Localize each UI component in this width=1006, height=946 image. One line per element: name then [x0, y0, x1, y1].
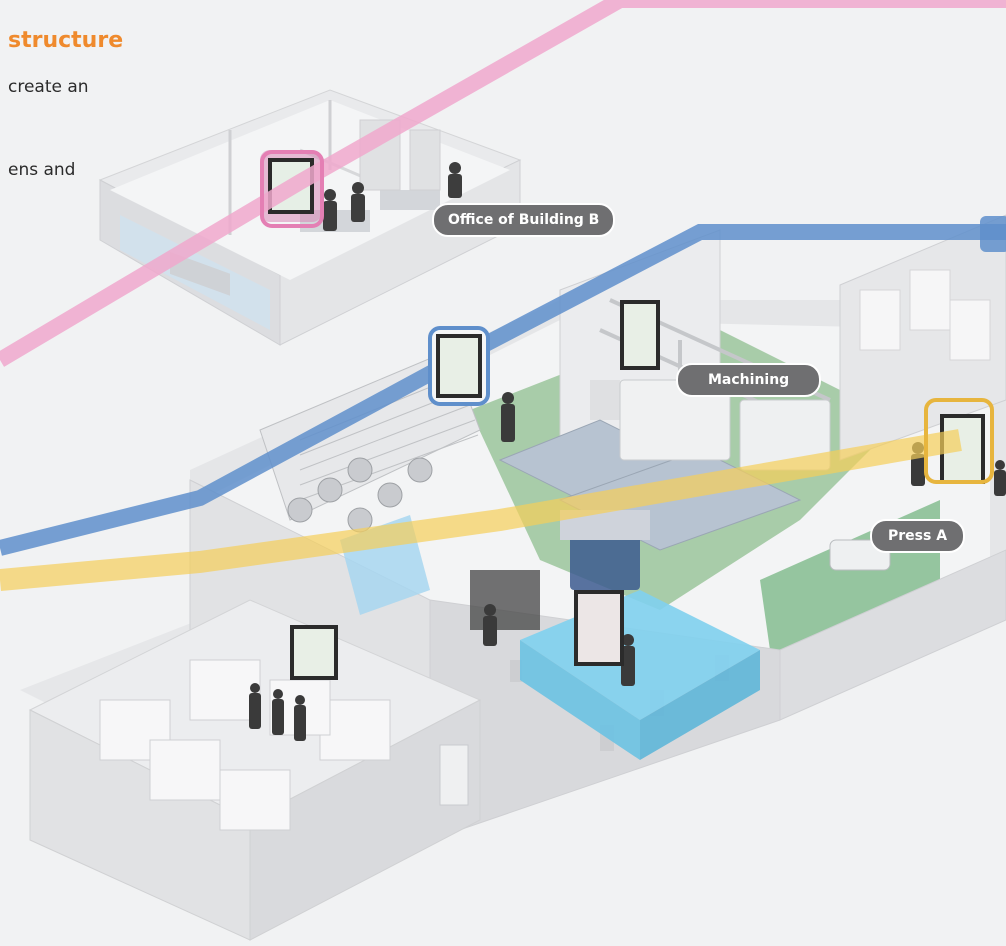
area-label-press-a: Press A: [870, 519, 966, 553]
blue-connection-endpoint: [980, 216, 1006, 252]
intro-text-line-1: create an: [8, 77, 89, 97]
testing-room: [28, 599, 482, 941]
section-heading: structure: [8, 28, 124, 53]
intro-text-line-2: ens and: [8, 160, 76, 180]
yellow-connection-line: [0, 398, 994, 591]
blue-connection-line: [0, 224, 1006, 556]
pink-connection-line: [0, 0, 1006, 367]
area-label-office-building-b: Office of Building B: [432, 203, 616, 237]
area-label-machining: Machining: [676, 363, 822, 397]
